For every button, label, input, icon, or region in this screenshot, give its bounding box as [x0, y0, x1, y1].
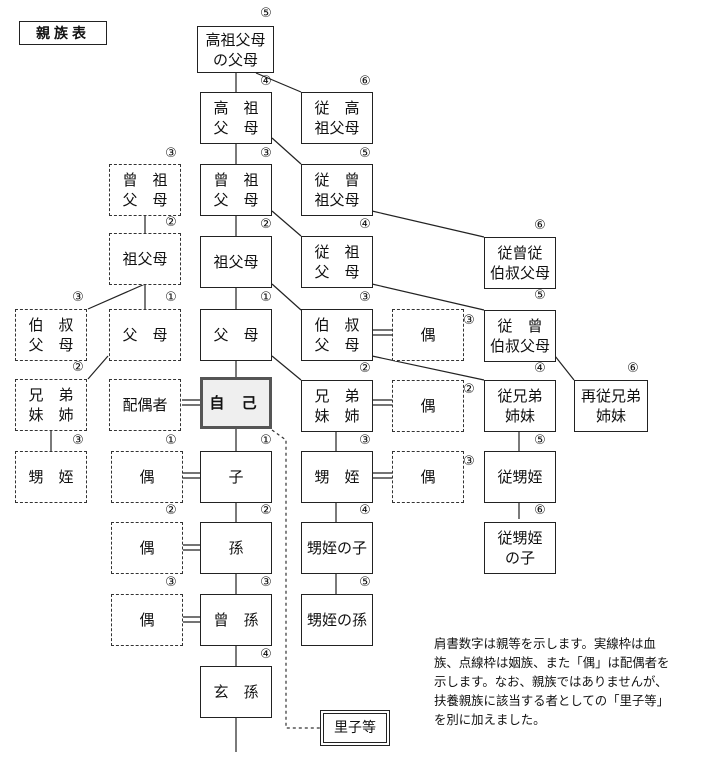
degree-badge: ④: [359, 217, 371, 232]
degree-badge: ⑥: [534, 503, 546, 518]
node-juso: 従 祖 父 母: [301, 236, 373, 288]
degree-badge: ⑤: [534, 288, 546, 303]
line-koso-juso: [271, 137, 302, 165]
degree-badge: ③: [463, 454, 475, 469]
node-kyodai-inlaw: 兄 弟 妹 姉: [15, 379, 87, 431]
line-soso-juso: [271, 210, 302, 237]
degree-badge: ④: [260, 647, 272, 662]
node-sofubo: 祖父母: [200, 236, 272, 288]
explanatory-note: 肩書数字は親等を示します。実線枠は血 族、点線枠は姻族、また「偶」は配偶者を 示…: [434, 634, 704, 729]
degree-badge: ⑤: [260, 6, 272, 21]
node-koso-fubo: 高祖父母 の父母: [197, 26, 274, 73]
node-mago-spouse: 偶: [111, 522, 183, 574]
degree-badge: ①: [165, 433, 177, 448]
node-himago: 曾 孫: [200, 594, 272, 646]
degree-badge: ⑤: [534, 433, 546, 448]
node-genson: 玄 孫: [200, 666, 272, 718]
node-oimei: 甥 姪: [301, 451, 373, 503]
node-oimei-ko: 甥姪の子: [301, 522, 373, 574]
node-mago: 孫: [200, 522, 272, 574]
node-juso-hakushuku: 従 曾 伯叔父母: [484, 310, 556, 362]
line-fubo-kyodai: [271, 355, 302, 381]
degree-badge: ②: [463, 382, 475, 397]
node-oimei-mago: 甥姪の孫: [301, 594, 373, 646]
degree-badge: ②: [260, 503, 272, 518]
degree-badge: ③: [72, 433, 84, 448]
node-oimei-inlaw: 甥 姪: [15, 451, 87, 503]
note-line: 肩書数字は親等を示します。実線枠は血: [434, 636, 656, 651]
degree-badge: ②: [72, 360, 84, 375]
node-himago-spouse: 偶: [111, 594, 183, 646]
node-ko: 子: [200, 451, 272, 503]
node-jiko: 自 己: [200, 377, 272, 429]
node-haigusha: 配偶者: [109, 379, 181, 431]
node-hakushuku: 伯 叔 父 母: [301, 309, 373, 361]
node-soso-inlaw: 曾 祖 父 母: [109, 164, 181, 216]
node-itoko-oimei: 従甥姪: [484, 451, 556, 503]
note-line: を別に加えました。: [434, 712, 546, 727]
line-juso-jusojuhaku: [371, 210, 485, 238]
node-satogo: 里子等: [320, 710, 390, 746]
node-itoko-oimei-ko: 従甥姪 の子: [484, 522, 556, 574]
node-koso: 高 祖 父 母: [200, 92, 272, 144]
degree-badge: ①: [165, 290, 177, 305]
node-oimei-spouse: 偶: [392, 451, 464, 503]
node-juso-sofubo: 従 曾 祖父母: [301, 164, 373, 216]
node-mata-itoko: 再従兄弟 姉妹: [574, 380, 648, 432]
degree-badge: ⑥: [534, 218, 546, 233]
line-juso-matait: [554, 355, 575, 381]
degree-badge: ③: [359, 433, 371, 448]
note-line: 扶養親族に該当する者としての「里子等」: [434, 693, 670, 708]
satogo-connector: [271, 429, 320, 729]
degree-badge: ④: [359, 503, 371, 518]
degree-badge: ③: [260, 146, 272, 161]
degree-badge: ③: [463, 313, 475, 328]
degree-badge: ③: [165, 575, 177, 590]
node-kyodai: 兄 弟 妹 姉: [301, 380, 373, 432]
degree-badge: ②: [260, 217, 272, 232]
degree-badge: ③: [359, 290, 371, 305]
degree-badge: ③: [72, 290, 84, 305]
degree-badge: ④: [260, 74, 272, 89]
degree-badge: ②: [165, 503, 177, 518]
degree-badge: ⑥: [627, 361, 639, 376]
chart-title: 親族表: [19, 21, 107, 45]
node-ko-spouse: 偶: [111, 451, 183, 503]
degree-badge: ③: [165, 146, 177, 161]
degree-badge: ②: [165, 215, 177, 230]
node-hakushuku-spouse: 偶: [392, 309, 464, 361]
node-soso: 曾 祖 父 母: [200, 164, 272, 216]
degree-badge: ②: [359, 361, 371, 376]
node-sofubo-inlaw: 祖父母: [109, 233, 181, 285]
node-itoko: 従兄弟 姉妹: [484, 380, 556, 432]
degree-badge: ③: [260, 575, 272, 590]
node-fubo: 父 母: [200, 309, 272, 361]
degree-badge: ⑤: [359, 575, 371, 590]
inlaw-line-4: [87, 355, 109, 380]
line-hakushuku-itoko: [371, 355, 485, 381]
note-line: 族、点線枠は姻族、また「偶」は配偶者を: [434, 655, 670, 670]
degree-badge: ⑤: [359, 146, 371, 161]
degree-badge: ④: [534, 361, 546, 376]
line-koso-juko: [255, 72, 302, 93]
degree-badge: ⑥: [359, 74, 371, 89]
node-hakushuku-inlaw: 伯 叔 父 母: [15, 309, 87, 361]
inlaw-line-3: [87, 283, 146, 310]
node-juso-juhaku: 従曾従 伯叔父母: [484, 237, 556, 289]
line-sofubo-hakushuku: [271, 283, 302, 311]
line-juso-jusohaku: [371, 283, 485, 311]
degree-badge: ①: [260, 433, 272, 448]
node-juko-sofubo: 従 高 祖父母: [301, 92, 373, 144]
note-line: 示します。なお、親族ではありませんが、: [434, 674, 668, 689]
node-fubo-inlaw: 父 母: [109, 309, 181, 361]
degree-badge: ①: [260, 290, 272, 305]
node-kyodai-spouse: 偶: [392, 380, 464, 432]
